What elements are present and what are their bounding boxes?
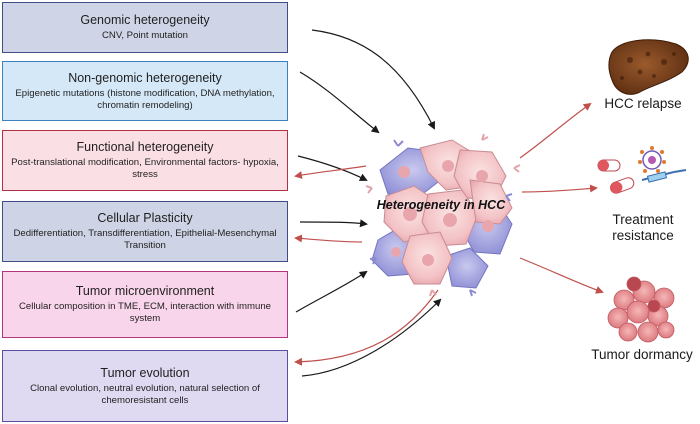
red-arrow-plasticity: [294, 234, 363, 243]
functional-heterogeneity-box: Functional heterogeneity Post-translatio…: [2, 130, 288, 191]
arrow-functional: [297, 155, 368, 181]
red-arrow-dormancy: [519, 257, 604, 294]
liver-illustration: [608, 39, 689, 95]
tumor-dormancy-label: Tumor dormancy: [591, 347, 693, 362]
box-title: Genomic heterogeneity: [80, 13, 210, 27]
box-title: Tumor evolution: [100, 365, 190, 380]
box-title: Cellular Plasticity: [97, 211, 193, 225]
arrow-plasticity: [299, 219, 368, 228]
box-title: Tumor microenvironment: [75, 284, 215, 298]
red-arrow-functional: [294, 165, 367, 179]
box-subtitle: Post-translational modification, Environ…: [11, 157, 279, 180]
red-arrow-resistance: [521, 184, 598, 193]
red-arrow-relapse: [519, 102, 592, 159]
input-arrows: [295, 29, 442, 377]
cellular-plasticity-box: Cellular Plasticity Dedifferentiation, T…: [2, 201, 288, 262]
tumor-microenvironment-box: Tumor microenvironment Cellular composit…: [2, 271, 288, 338]
treatment-resistance-label-line2: resistance: [612, 228, 674, 243]
red-arrow-evolution: [294, 289, 439, 366]
arrow-evolution: [301, 298, 442, 377]
box-subtitle: Clonal evolution, neutral evolution, nat…: [30, 382, 260, 406]
non-genomic-heterogeneity-box: Non-genomic heterogeneity Epigenetic mut…: [2, 61, 288, 121]
arrow-microenvironment: [295, 270, 368, 313]
dormant-tumor-illustration: [607, 276, 675, 343]
box-title: Functional heterogeneity: [76, 140, 214, 154]
box-subtitle: Epigenetic mutations (histone modificati…: [15, 87, 275, 111]
feedback-arrows: [294, 102, 604, 366]
arrow-genomic: [311, 29, 435, 130]
arrow-non-genomic: [299, 71, 380, 134]
box-subtitle: Dedifferentiation, Transdifferentiation,…: [13, 228, 277, 251]
box-subtitle: CNV, Point mutation: [101, 30, 189, 41]
center-title: Heterogeneity in HCC: [376, 198, 506, 212]
drug-illustration: [597, 146, 687, 194]
tumor-evolution-box: Tumor evolution Clonal evolution, neutra…: [2, 350, 288, 422]
hcc-relapse-label: HCC relapse: [604, 96, 682, 111]
tumor-cell-cluster-illustration: [365, 133, 521, 297]
treatment-resistance-label-line1: Treatment: [612, 212, 674, 227]
box-title: Non-genomic heterogeneity: [68, 70, 222, 85]
box-subtitle: Cellular composition in TME, ECM, intera…: [18, 301, 271, 324]
nanoparticle-icon: [638, 146, 666, 173]
genomic-heterogeneity-box: Genomic heterogeneity CNV, Point mutatio…: [2, 2, 288, 53]
